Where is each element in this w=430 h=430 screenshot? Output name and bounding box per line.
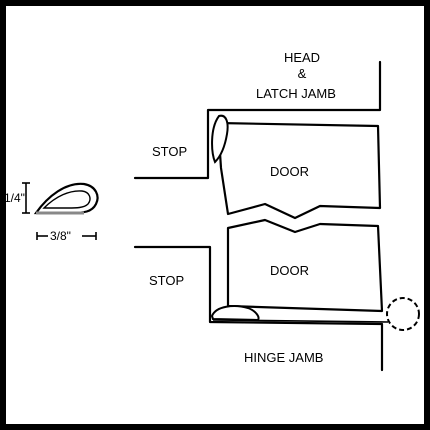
door-top-label: DOOR — [270, 164, 309, 179]
hinge-jamb-label: HINGE JAMB — [244, 350, 324, 365]
bottom-seal-strip — [212, 319, 389, 323]
latch-jamb-outline — [133, 60, 382, 180]
latch-jamb-label: LATCH JAMB — [256, 86, 336, 101]
dim-width-label: 3/8" — [50, 229, 71, 243]
bottom-seal — [210, 305, 260, 322]
door-bottom-label: DOOR — [270, 263, 309, 278]
hinge-jamb-outline — [133, 245, 384, 372]
top-seal — [211, 114, 229, 164]
stop-bottom-label: STOP — [149, 273, 185, 288]
ampersand-label: & — [297, 66, 307, 81]
head-label: HEAD — [283, 50, 321, 65]
seal-profile-inner — [42, 190, 91, 209]
door-top-outline — [216, 121, 382, 220]
hinge-circle — [386, 297, 420, 331]
stop-top-label: STOP — [152, 144, 188, 159]
door-bottom-outline — [226, 218, 384, 313]
dim-height-label: 1/4" — [4, 191, 25, 205]
